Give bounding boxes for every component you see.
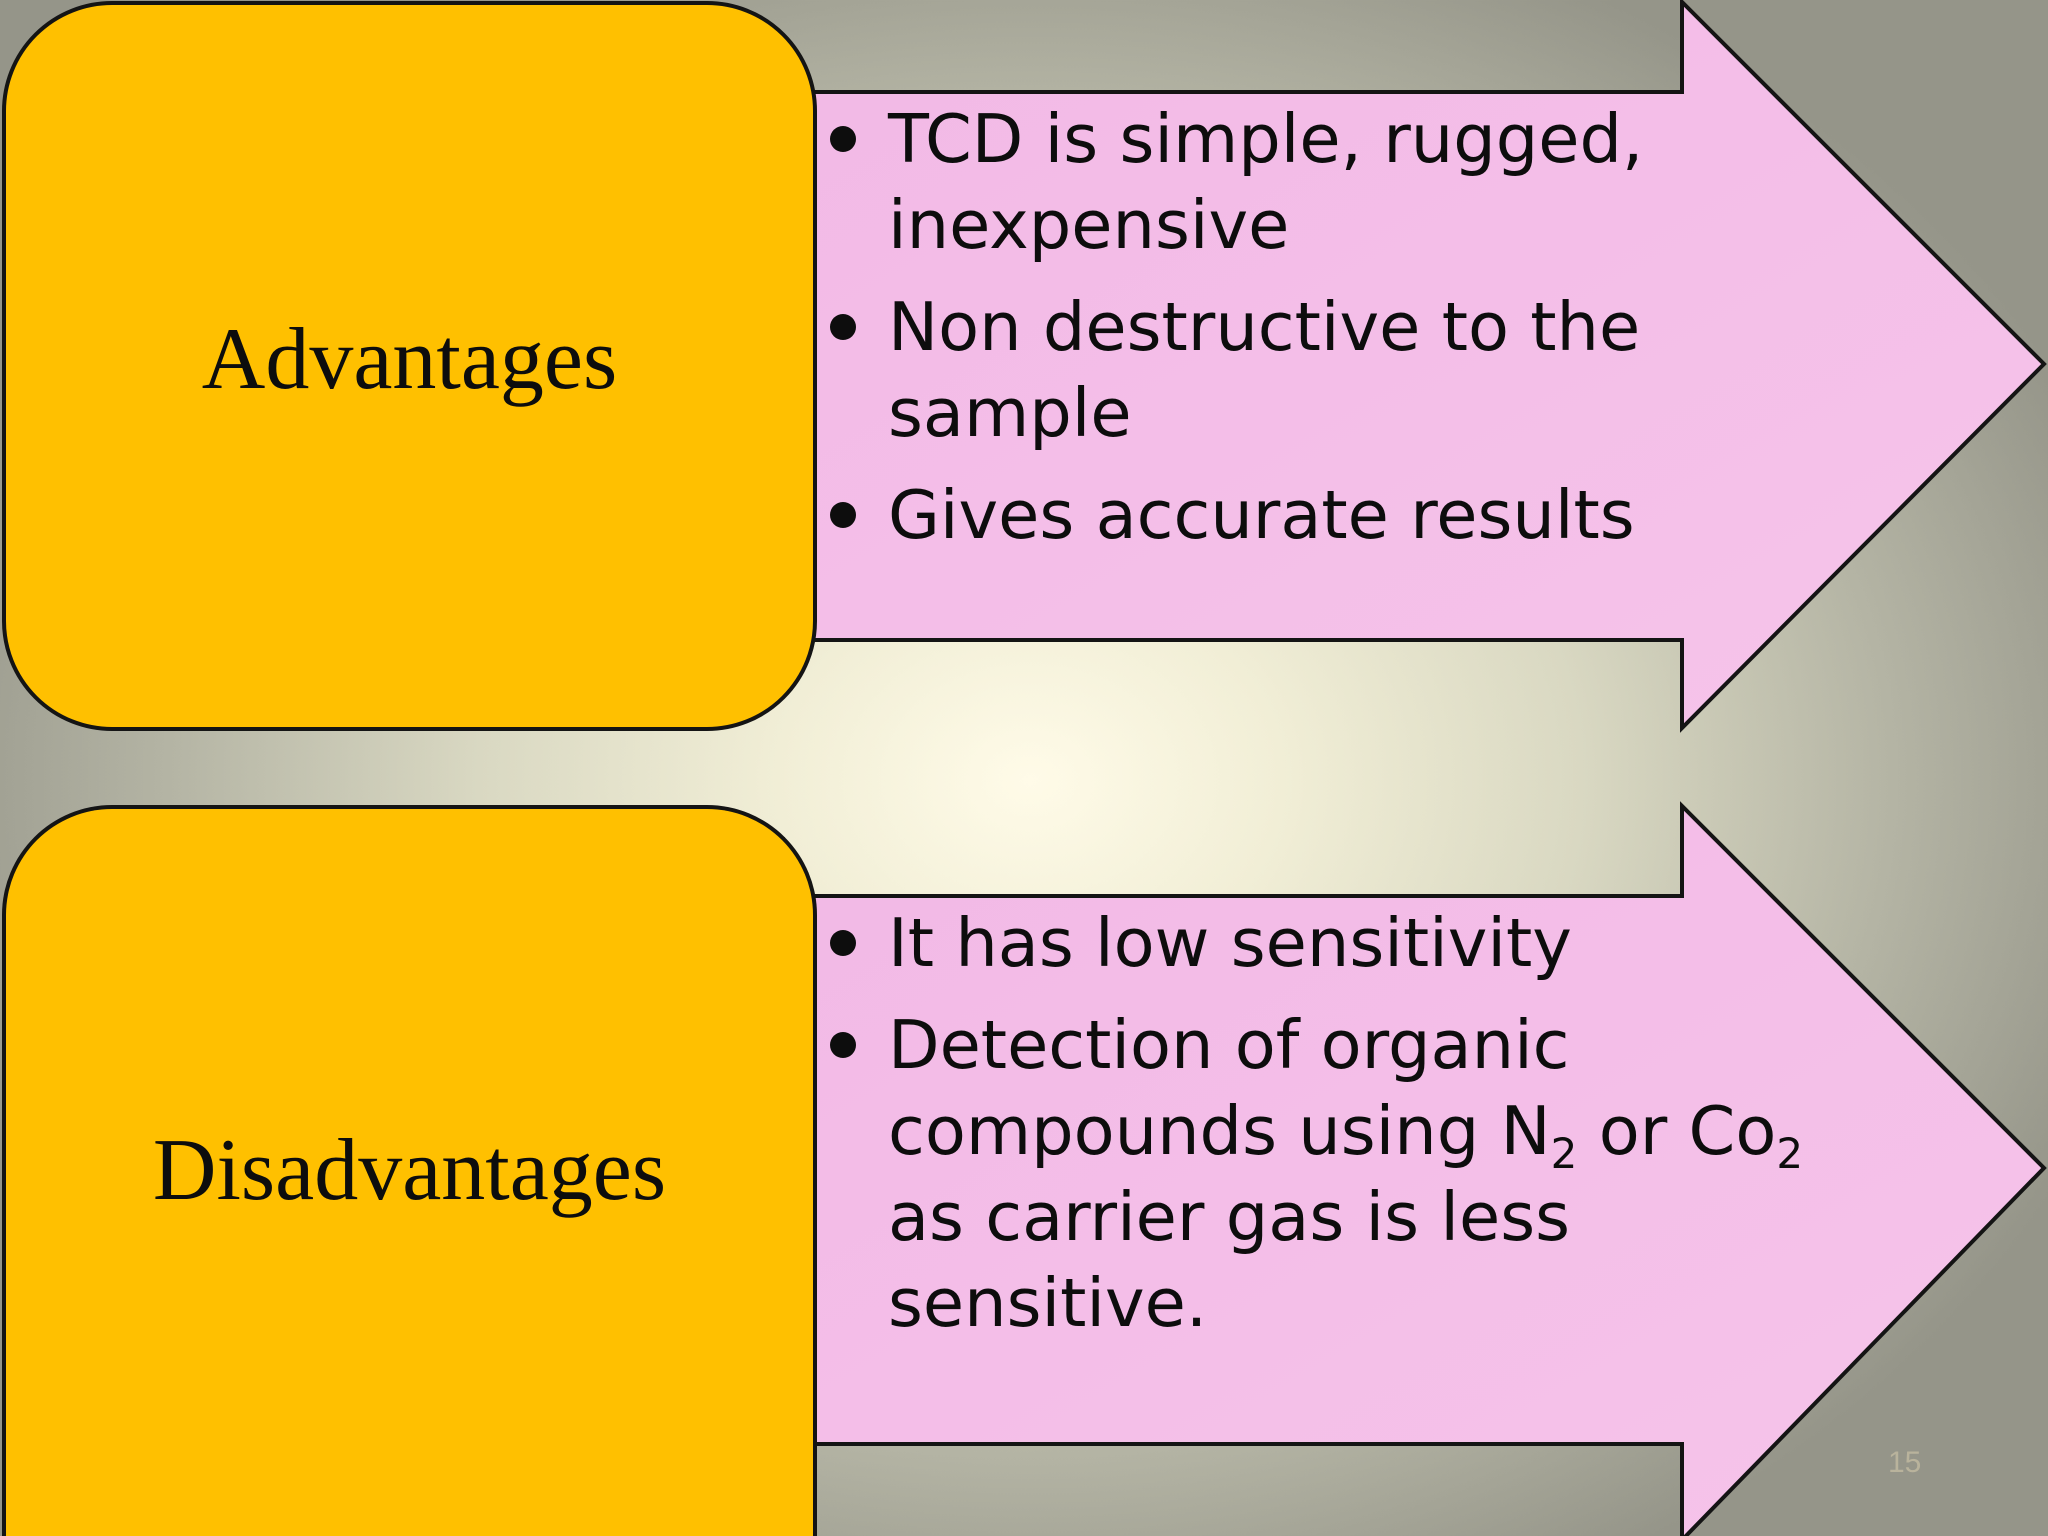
disadvantages-label: Disadvantages — [152, 1122, 667, 1219]
advantage-text: TCD is simple, rugged, inexpensive — [888, 100, 1644, 264]
bullet-icon — [830, 930, 856, 956]
advantage-item: TCD is simple, rugged, inexpensive — [828, 96, 1828, 268]
bullet-icon — [830, 502, 856, 528]
advantages-arrow — [798, 0, 2047, 733]
subscript: 2 — [1776, 1129, 1804, 1178]
page-number: 15 — [1888, 1446, 1922, 1479]
bullet-icon — [830, 126, 856, 152]
bullet-icon — [830, 314, 856, 340]
disadvantage-text: It has low sensitivity — [888, 904, 1572, 982]
disadvantages-arrow — [798, 801, 2047, 1536]
text-after: as carrier gas is less sensitive. — [888, 1178, 1571, 1342]
advantage-text: Non destructive to the sample — [888, 288, 1641, 452]
advantage-item: Gives accurate results — [828, 472, 1828, 558]
advantages-list: TCD is simple, rugged, inexpensive Non d… — [828, 96, 1828, 574]
text-before: Detection of organic compounds using N — [888, 1006, 1570, 1170]
advantage-item: Non destructive to the sample — [828, 284, 1828, 456]
disadvantage-item: Detection of organic compounds using N2 … — [828, 1002, 1828, 1346]
disadvantages-list: It has low sensitivity Detection of orga… — [828, 900, 1828, 1362]
text-middle: or Co — [1577, 1092, 1777, 1170]
bullet-icon — [830, 1032, 856, 1058]
disadvantage-text: Detection of organic compounds using N2 … — [888, 1006, 1803, 1342]
subscript: 2 — [1550, 1129, 1578, 1178]
advantages-box: Advantages — [2, 1, 817, 731]
advantages-label: Advantages — [201, 311, 618, 408]
advantage-text: Gives accurate results — [888, 476, 1635, 554]
disadvantages-box: Disadvantages — [2, 805, 817, 1536]
disadvantage-item: It has low sensitivity — [828, 900, 1828, 986]
